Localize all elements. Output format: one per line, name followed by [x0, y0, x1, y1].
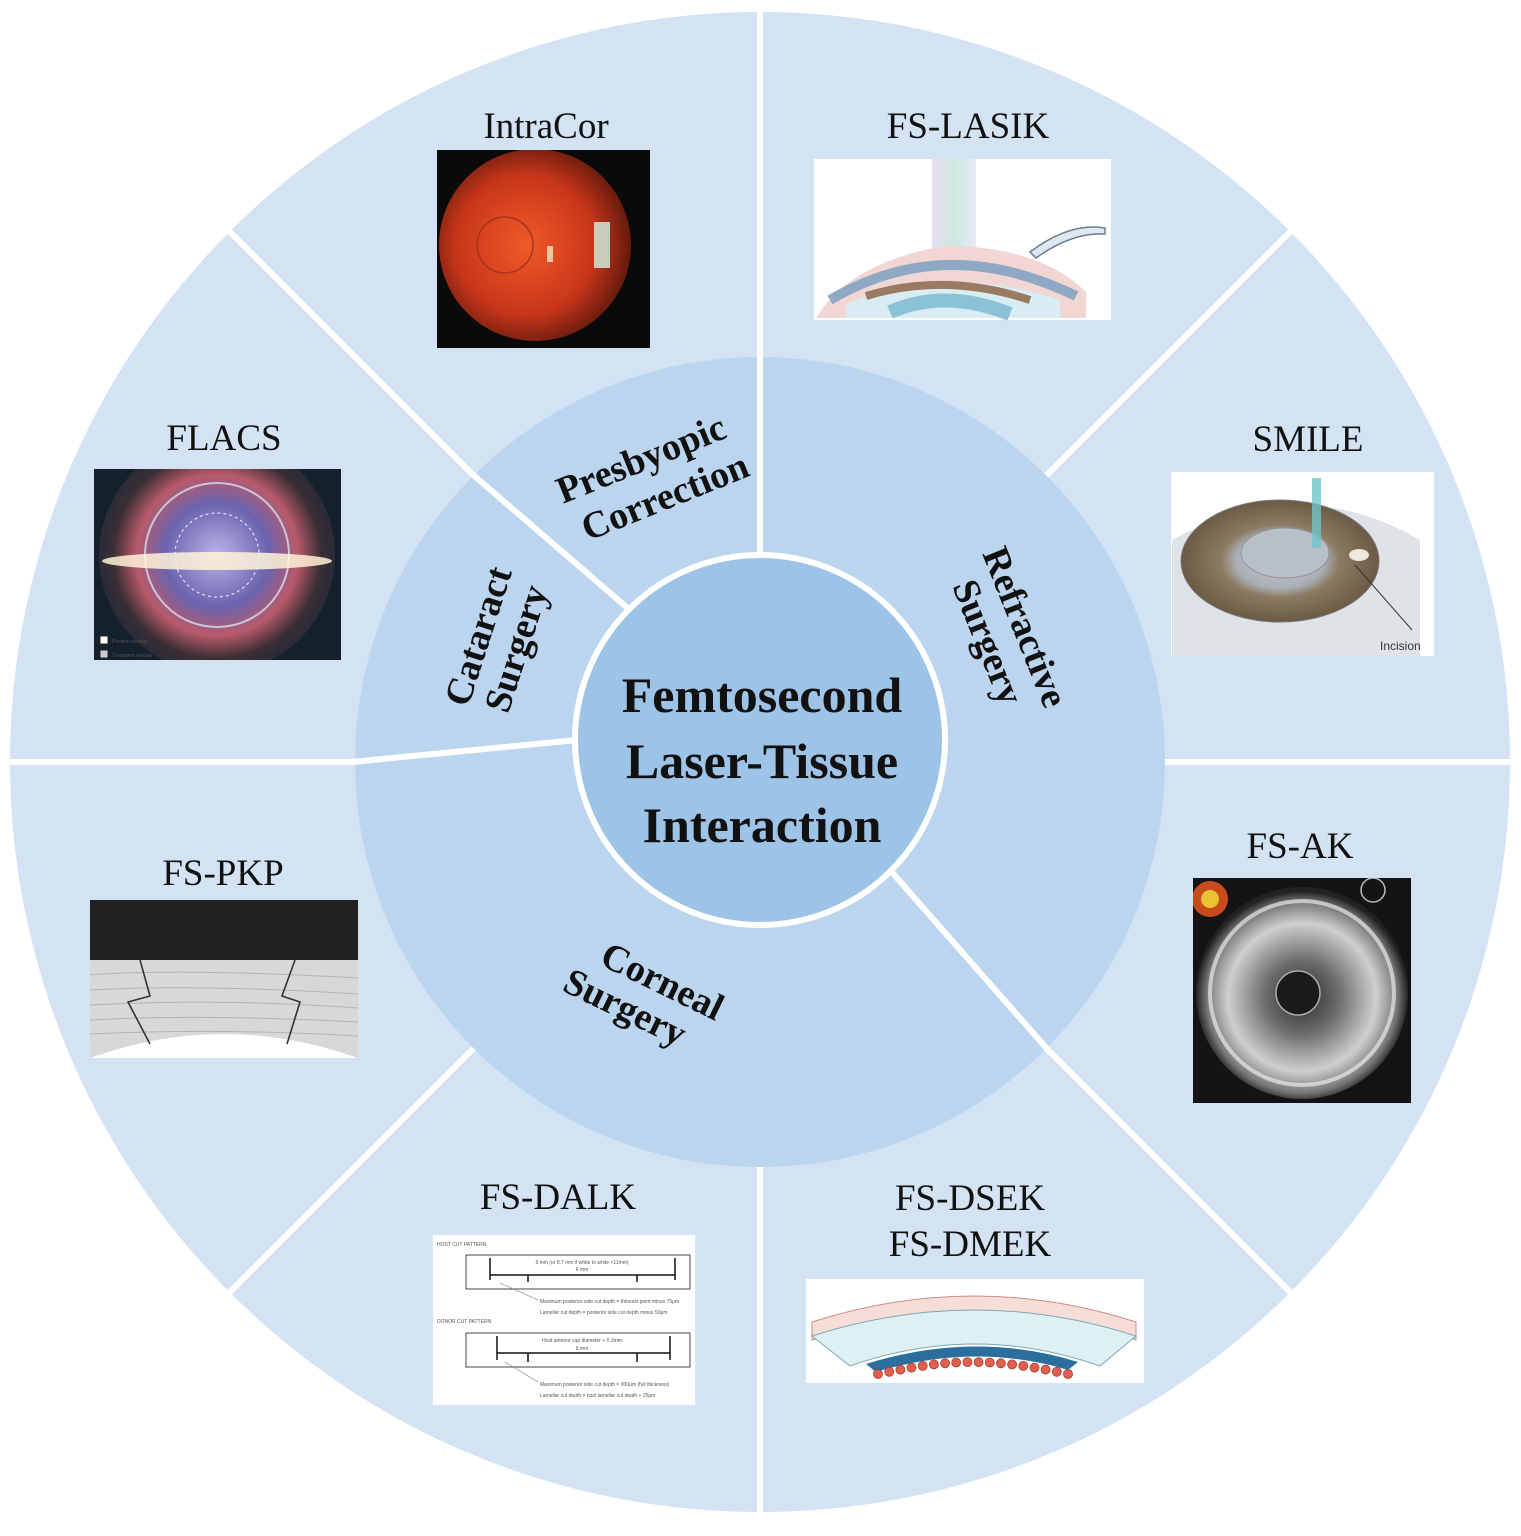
- dalk-host-label: HOST CUT PATTERN: [437, 1242, 487, 1248]
- center-circle: [572, 552, 948, 928]
- endothelial-cell: [996, 1358, 1006, 1369]
- fs-pkp-label: FS-PKP: [162, 853, 283, 894]
- intracor-image: [437, 150, 650, 348]
- flacs-image: Position overlay Treatment overlay: [94, 469, 341, 660]
- dalk-host-width: 9 mm (or 8.7 mm if white to white <11mm): [535, 1260, 628, 1266]
- fs-dsek-label: FS-DSEK: [895, 1178, 1045, 1219]
- endothelial-cell: [906, 1362, 917, 1373]
- endothelial-cell: [973, 1357, 984, 1367]
- endothelial-cell: [929, 1359, 939, 1370]
- endothelial-cell: [1018, 1361, 1029, 1371]
- center-title: Femtosecond Laser-Tissue Interaction: [622, 667, 903, 853]
- outer-divider: [226, 228, 476, 478]
- center-line-3: Interaction: [643, 797, 882, 853]
- middle-divider: [351, 737, 578, 765]
- flacs-option1: Position overlay: [112, 639, 148, 645]
- outer-divider: [1044, 228, 1294, 478]
- dalk-donor-inner: 6 mm: [576, 1346, 589, 1352]
- fs-dsek-image: [806, 1279, 1144, 1383]
- fs-dalk-image: HOST CUT PATTERN 9 mm (or 8.7 mm if whit…: [433, 1235, 695, 1405]
- smile-incision-text: Incision: [1380, 639, 1421, 653]
- outer-dividers: [8, 10, 1512, 1514]
- endothelial-cell: [884, 1366, 895, 1377]
- middle-divider: [469, 471, 633, 613]
- endothelial-cell: [1007, 1359, 1017, 1370]
- fs-dalk-label: FS-DALK: [480, 1177, 637, 1218]
- dalk-host-note1: Maximum posterior side cut depth = thinn…: [540, 1299, 679, 1305]
- flacs-option2: Treatment overlay: [112, 653, 153, 659]
- endothelial-cell: [962, 1357, 973, 1367]
- smile-image: Incision: [1171, 472, 1434, 656]
- fs-lasik-label: FS-LASIK: [887, 106, 1050, 147]
- center-line-2: Laser-Tissue: [626, 733, 898, 789]
- endothelial-cell: [984, 1357, 995, 1368]
- endothelial-cell: [951, 1357, 962, 1368]
- middle-dividers: [351, 354, 1051, 1053]
- dalk-donor-label: DONOR CUT PATTERN: [437, 1319, 492, 1325]
- fs-lasik-image: [814, 159, 1111, 321]
- endothelial-cell: [940, 1358, 950, 1369]
- outer-divider: [1044, 1046, 1294, 1296]
- outer-divider: [226, 1046, 476, 1296]
- fs-pkp-image: [89, 900, 359, 1058]
- dalk-host-note2: Lamellar cut depth = posterior side cut …: [540, 1310, 668, 1316]
- dalk-donor-width: Host anterior cap diameter + 0.3mm: [542, 1338, 622, 1344]
- middle-divider: [887, 867, 1051, 1053]
- endothelial-cell: [1063, 1369, 1073, 1379]
- fs-ak-label: FS-AK: [1247, 826, 1354, 867]
- fs-dmek-label: FS-DMEK: [889, 1224, 1052, 1265]
- endothelial-cell: [895, 1364, 906, 1375]
- dalk-host-inner: 6 mm: [576, 1267, 589, 1273]
- center-line-1: Femtosecond: [622, 667, 903, 723]
- endothelial-cell: [873, 1369, 883, 1379]
- flacs-label: FLACS: [166, 418, 281, 459]
- dalk-donor-note2: Lamellar cut depth = host lamellar cut d…: [540, 1393, 655, 1399]
- smile-label: SMILE: [1253, 419, 1364, 460]
- intracor-label: IntraCor: [483, 106, 608, 147]
- endothelial-cell: [1040, 1364, 1051, 1375]
- dalk-donor-note1: Maximum posterior side cut depth = 900μm…: [540, 1382, 670, 1388]
- endothelial-cell: [1051, 1366, 1062, 1377]
- fs-ak-image: [1193, 878, 1411, 1103]
- endothelial-cell: [1029, 1362, 1040, 1373]
- endothelial-cell: [917, 1361, 928, 1371]
